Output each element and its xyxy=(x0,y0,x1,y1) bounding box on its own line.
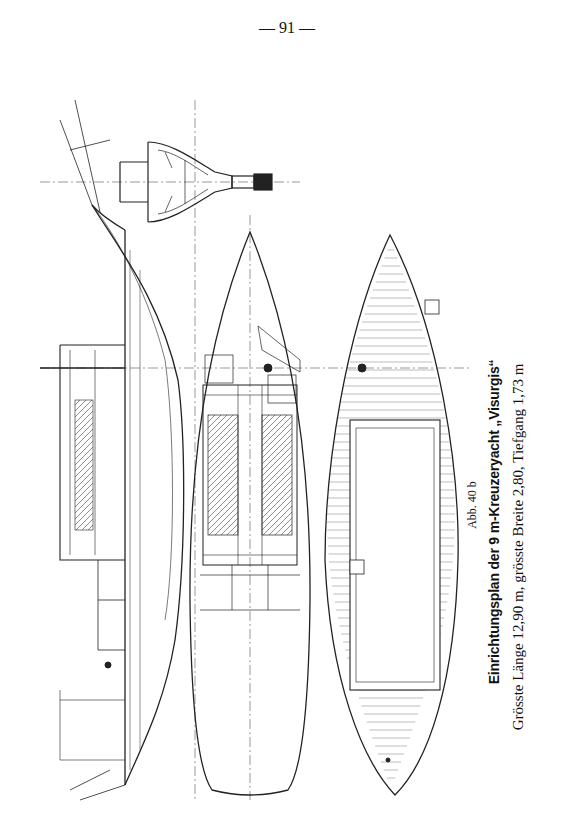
centre-line xyxy=(40,100,470,800)
midship-section xyxy=(120,142,272,222)
accommodation-plan xyxy=(190,232,310,795)
side-profile xyxy=(40,100,184,800)
deck-plan xyxy=(325,235,458,795)
figure-caption: Einrichtungsplan der 9 m-Kreuzeryacht „V… xyxy=(487,360,501,685)
dimension-line: Grösste Länge 12,90 m, grösste Breite 2,… xyxy=(511,364,526,731)
page-number: — 91 — xyxy=(259,20,315,36)
figure-number: Abb. 40 b xyxy=(466,481,478,529)
